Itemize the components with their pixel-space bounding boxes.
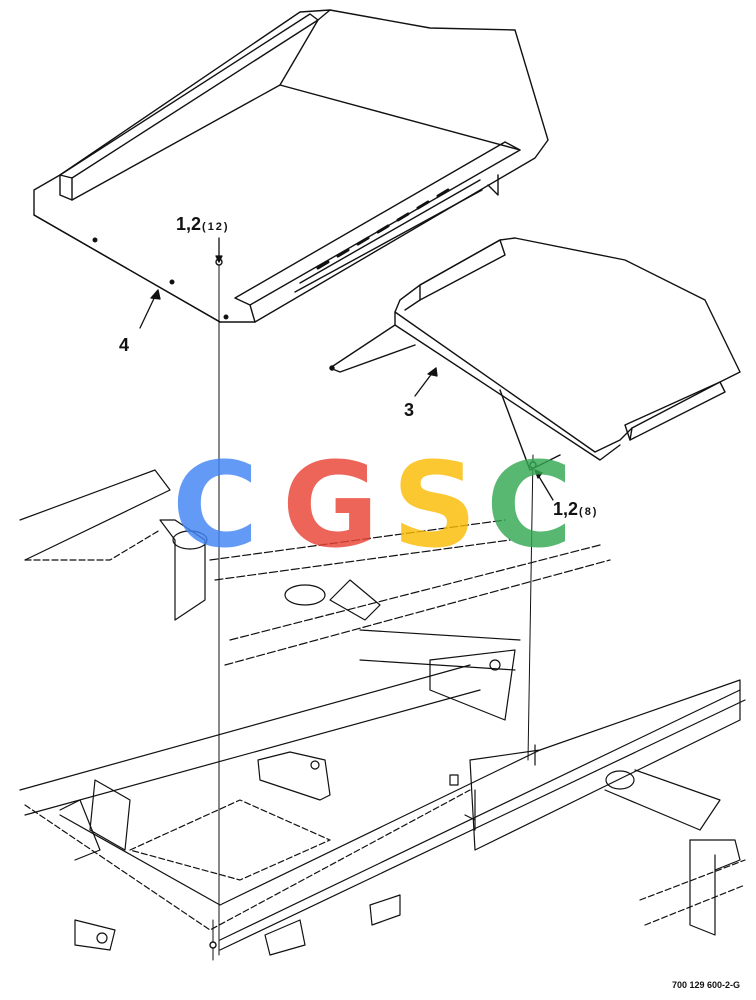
callout-hardware-right: 1,2(8) — [553, 500, 598, 519]
watermark-letter-2: G — [282, 436, 379, 574]
shield-part-4 — [33, 9, 549, 323]
callout-hardware-right-qty: (8) — [579, 506, 599, 518]
installation-lines — [212, 237, 534, 961]
watermark-letter-1: C — [172, 436, 259, 574]
callout-part-4: 4 — [119, 336, 129, 355]
callout-part-3: 3 — [404, 401, 414, 420]
callout-hardware-right-parts: 1,2 — [553, 499, 579, 519]
shield-part-3 — [329, 237, 741, 471]
drawing-number: 700 129 600-2-G — [671, 980, 740, 990]
callout-hardware-top: 1,2(12) — [176, 215, 230, 234]
callout-arrows — [139, 237, 554, 501]
callout-part-3-number: 3 — [404, 400, 415, 420]
watermark-letter-4: C — [486, 436, 573, 574]
frame-assembly — [19, 469, 746, 956]
watermark-letter-3: S — [392, 436, 477, 574]
callout-part-4-number: 4 — [119, 335, 130, 355]
callout-hardware-top-parts: 1,2 — [176, 214, 202, 234]
callout-hardware-top-qty: (12) — [202, 221, 230, 233]
